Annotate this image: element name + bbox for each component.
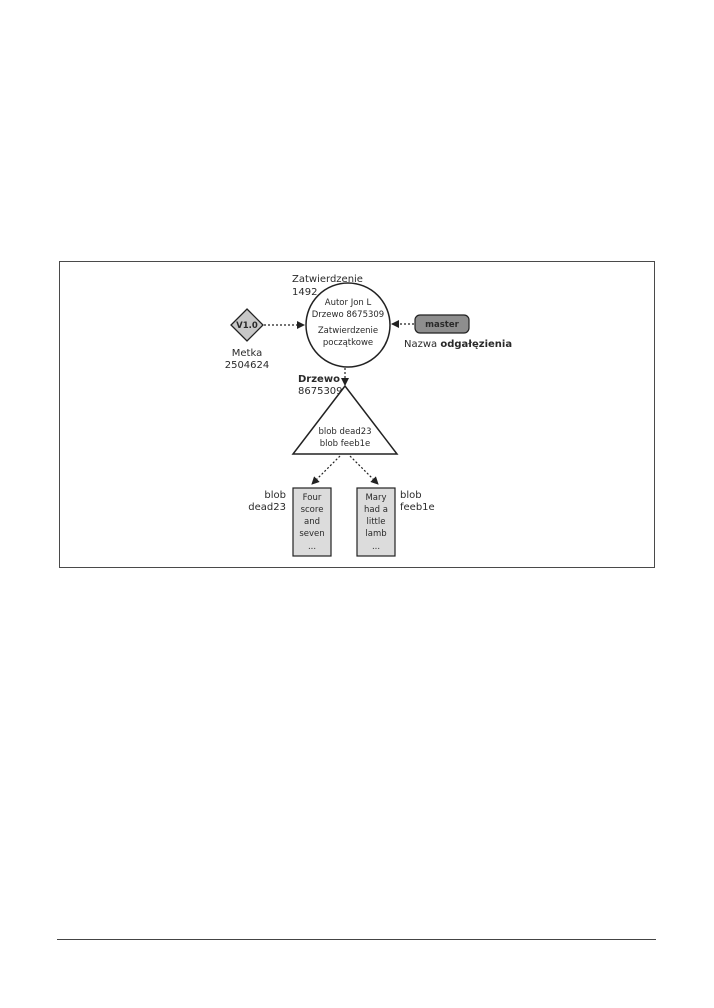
blob-left-line: seven [299,529,324,539]
branch-node [414,314,470,334]
git-object-diagram: Zatwierdzenie 1492 Autor Jon L Drzewo 86… [225,274,512,557]
tree-entry-2: blob feeb1e [320,439,371,449]
commit-author: Autor Jon L [325,298,372,308]
branch-label: Nazwa odgałęzienia [404,339,512,350]
blob-right-line: lamb [365,529,386,539]
blob-left-label-line2: dead23 [248,502,286,513]
tag-label-line1: Metka [232,348,262,359]
blob-right-line: little [367,517,386,527]
blob-right-line: ... [372,542,380,552]
commit-label-line1: Zatwierdzenie [292,274,363,285]
blob-left-node [292,487,332,557]
branch-name: master [425,320,459,330]
branch-label-prefix: Nazwa [404,339,440,350]
blob-right-node [356,487,396,557]
blob-right-line: Mary [365,493,386,503]
blob-right-label-line1: blob [400,490,422,501]
commit-message-line1: Zatwierdzenie [318,326,378,336]
tree-node [291,384,399,455]
commit-label-line2: 1492 [292,287,317,298]
commit-message-line2: początkowe [323,338,373,348]
blob-right-label-line2: feeb1e [400,502,435,513]
footer-rule [57,939,656,940]
figure-frame: Zatwierdzenie 1492 Autor Jon L Drzewo 86… [59,261,655,568]
commit-node [305,282,391,368]
tree-label-line2: 8675309 [298,386,343,397]
blob-left-line: score [301,505,324,515]
blob-left-label-line1: blob [264,490,286,501]
tree-label-line1: Drzewo [298,374,340,385]
tree-entry-1: blob dead23 [318,427,371,437]
tag-name: V1.0 [236,321,258,331]
branch-label-bold: odgałęzienia [440,339,512,350]
tree-to-blob-left-arrow [311,455,341,485]
commit-tree-ref: Drzewo 8675309 [312,310,384,320]
blob-left-line: Four [303,493,322,503]
blob-left-line: ... [308,542,316,552]
tree-to-blob-right-arrow [349,455,379,485]
blob-left-line: and [304,517,320,527]
blob-right-line: had a [364,505,388,515]
tag-node [230,308,264,342]
tag-label-line2: 2504624 [225,360,270,371]
